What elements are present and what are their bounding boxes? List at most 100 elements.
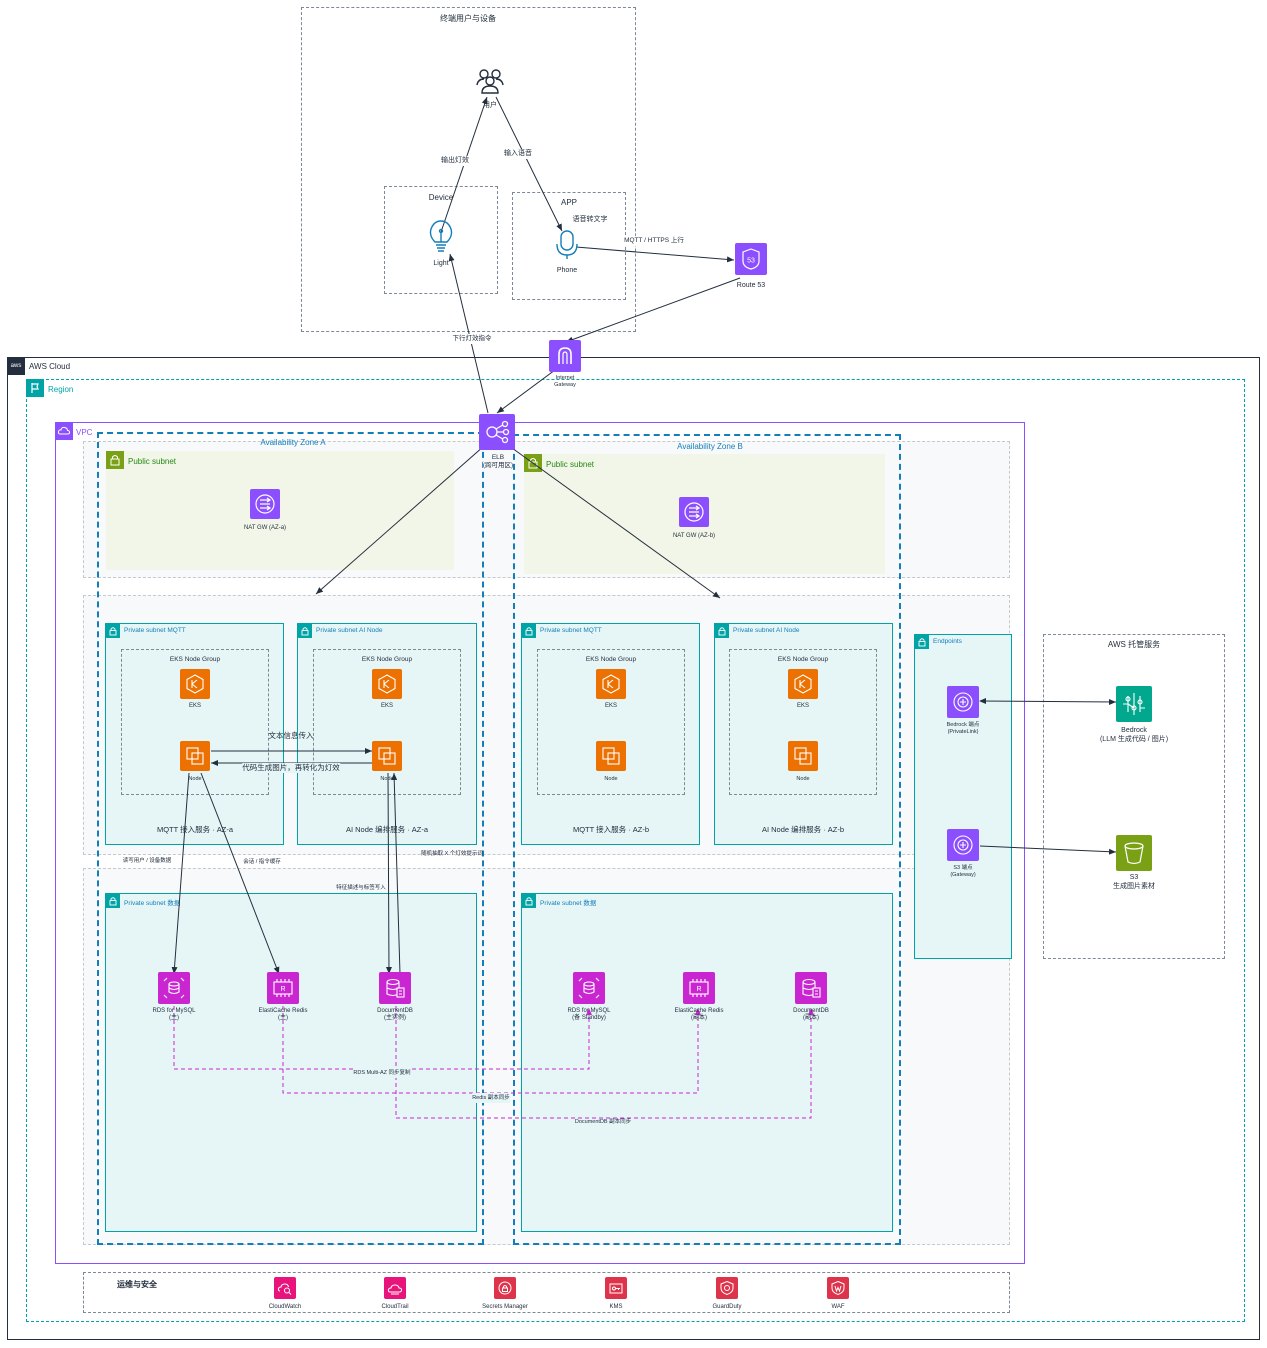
edge-label-redis-sync: Redis 副本同步 xyxy=(472,1093,510,1103)
edge-label-code-gen: 代码生成图片，再转化为灯效 xyxy=(242,763,340,773)
users-label: 用户 xyxy=(483,102,497,109)
end-users-title: 终端用户与设备 xyxy=(440,14,496,23)
managed-services-group xyxy=(1043,634,1225,959)
ops-security-group xyxy=(83,1272,1010,1313)
node-label: Node xyxy=(796,776,810,782)
managed-services-title: AWS 托管服务 xyxy=(1107,640,1161,649)
ai-service-a-label: AI Node 编排服务 · AZ-a xyxy=(345,825,429,834)
nat-gateway-a-label: NAT GW (AZ-a) xyxy=(243,525,287,531)
ops-security-title: 运维与安全 xyxy=(117,1280,157,1289)
lock-icon xyxy=(915,635,929,649)
edge-label-rds-sync: RDS Multi-AZ 同步复制 xyxy=(353,1068,411,1078)
cloudtrail-icon xyxy=(384,1277,406,1299)
node-icon xyxy=(596,741,626,771)
s3-bucket-icon xyxy=(1116,835,1152,871)
eks-icon xyxy=(596,669,626,699)
eks-label: EKS xyxy=(604,703,618,709)
node-label: Node xyxy=(380,776,394,782)
private-subnet-data-a xyxy=(105,893,477,1232)
lock-icon xyxy=(106,894,120,908)
docdb-b-label-1: DocumentDB xyxy=(793,1008,829,1014)
kms-icon xyxy=(605,1277,627,1299)
edge-label-down-cmd: 下行灯效指令 xyxy=(452,334,492,344)
lock-icon xyxy=(522,894,536,908)
aws-logo-icon: aws xyxy=(7,357,25,375)
documentdb-icon xyxy=(379,972,411,1004)
s3-label-1: S3 xyxy=(1129,874,1139,881)
edge-label-text-in: 文本信息传入 xyxy=(268,731,314,740)
lock-icon xyxy=(715,624,729,638)
node-label: Node xyxy=(604,776,618,782)
edge-label-session-cache: 会话 / 指令缓存 xyxy=(243,859,281,865)
bedrock-label-2: (LLM 生成代码 / 图片) xyxy=(1099,736,1169,743)
eks-node-group-ai-b xyxy=(729,649,877,795)
lock-icon xyxy=(298,624,312,638)
lock-icon xyxy=(106,451,124,469)
internet-gateway-icon xyxy=(549,340,581,372)
mqtt-service-b-label: MQTT 接入服务 · AZ-b xyxy=(572,825,650,834)
redis-b-label-1: ElastiCache Redis xyxy=(674,1008,724,1014)
s3-endpoint-label-2: (Gateway) xyxy=(950,872,976,878)
node-icon xyxy=(372,741,402,771)
az-a-group xyxy=(97,432,484,1245)
eks-node-group-mqtt-b xyxy=(537,649,685,795)
private-subnet-mqtt-b-title: Private subnet MQTT xyxy=(540,627,602,634)
edge-label-docdb-sync: DocumentDB 副本同步 xyxy=(574,1119,632,1125)
bedrock-label-1: Bedrock xyxy=(1121,727,1147,734)
svg-text:53: 53 xyxy=(747,258,755,265)
eks-label: EKS xyxy=(796,703,810,709)
aws-cloud-group xyxy=(7,357,1260,1340)
s3-endpoint-label-1: S3 端点 xyxy=(953,865,973,871)
ops-item-label: CloudWatch xyxy=(268,1304,302,1310)
region-flag-icon xyxy=(26,379,44,397)
ops-item-label: KMS xyxy=(609,1304,623,1310)
redis-a-label-2: (主) xyxy=(278,1015,288,1021)
ai-service-b-label: AI Node 编排服务 · AZ-b xyxy=(761,825,845,834)
secrets-manager-icon xyxy=(494,1277,516,1299)
private-subnet-data-b-title: Private subnet 数据 xyxy=(540,900,597,907)
svg-text:R: R xyxy=(696,986,701,993)
waf-icon xyxy=(827,1277,849,1299)
light-bulb-icon xyxy=(425,218,457,256)
vpc-title: VPC xyxy=(76,428,93,437)
eks-icon xyxy=(372,669,402,699)
bedrock-endpoint-icon xyxy=(947,686,979,718)
node-label: Node xyxy=(188,776,202,782)
nat-gateway-b-label: NAT GW (AZ-b) xyxy=(672,533,716,539)
device-title: Device xyxy=(428,193,454,202)
region-title: Region xyxy=(48,385,74,394)
internet-gateway-label-2: Gateway xyxy=(554,382,576,388)
bedrock-endpoint-label-2: (PrivateLink) xyxy=(947,729,979,735)
nat-gateway-icon xyxy=(679,497,709,527)
eks-node-group-ai-a xyxy=(313,649,461,795)
private-subnet-ai-a xyxy=(297,623,477,845)
redis-a-label-1: ElastiCache Redis xyxy=(258,1008,308,1014)
ops-item-label: CloudTrail xyxy=(381,1304,409,1310)
redis-b-label-2: (副本) xyxy=(691,1015,707,1021)
edge-label-input-voice: 输入语音 xyxy=(504,149,532,159)
endpoints-title: Endpoints xyxy=(933,638,962,645)
light-label: Light xyxy=(433,260,449,267)
private-subnet-mqtt-a-title: Private subnet MQTT xyxy=(124,627,186,634)
svg-text:R: R xyxy=(280,986,285,993)
region-group xyxy=(26,379,1245,1322)
private-subnet-data-b xyxy=(521,893,893,1232)
docdb-b-label-2: (副本) xyxy=(803,1015,819,1021)
public-subnet-a-title: Public subnet xyxy=(128,457,177,466)
edge-label-mqtt-up: MQTT / HTTPS 上行 xyxy=(624,236,684,246)
eks-node-group-title: EKS Node Group xyxy=(361,656,413,663)
private-subnet-ai-b-title: Private subnet AI Node xyxy=(733,627,800,634)
node-icon xyxy=(180,741,210,771)
node-icon xyxy=(788,741,818,771)
az-a-title: Availability Zone A xyxy=(260,438,326,447)
guardduty-icon xyxy=(716,1277,738,1299)
phone-label: Phone xyxy=(556,267,578,274)
edge-label-feature-write: 特征描述与标签写入 xyxy=(336,885,386,891)
edge-label-rw-user: 读写用户 / 设备数据 xyxy=(122,858,172,864)
private-subnet-ai-b xyxy=(714,623,893,845)
microphone-icon xyxy=(552,228,582,260)
ops-item-label: GuardDuty xyxy=(712,1304,742,1310)
users-icon xyxy=(474,65,506,97)
lock-icon xyxy=(522,624,536,638)
bedrock-endpoint-label-1: Bedrock 端点 xyxy=(946,722,980,728)
